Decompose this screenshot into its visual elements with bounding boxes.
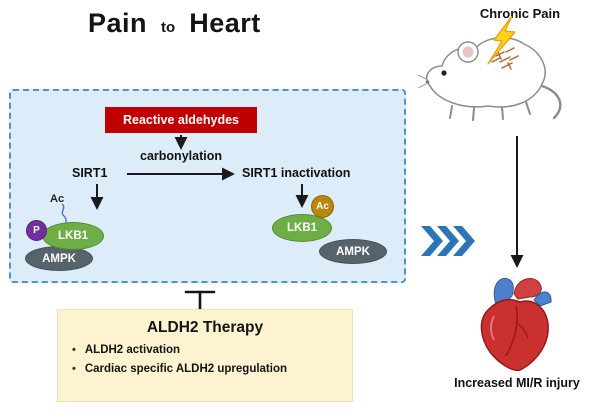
- mouse-tail: [540, 84, 562, 120]
- therapy-bullet-text: Cardiac specific ALDH2 upregulation: [84, 363, 288, 375]
- lkb1-inactive-oval: LKB1: [272, 214, 332, 242]
- reactive-aldehydes-box: Reactive aldehydes: [105, 107, 257, 133]
- triple-chevron-icon: [421, 226, 475, 256]
- acetyl-badge: Ac: [311, 195, 334, 218]
- heart-aorta: [513, 278, 542, 300]
- anatomical-heart-icon: [480, 278, 552, 372]
- chevron-icon: [453, 226, 475, 256]
- aldh2-therapy-box: ALDH2 Therapy ALDH2 activation Cardiac s…: [57, 309, 353, 402]
- therapy-title: ALDH2 Therapy: [146, 319, 264, 336]
- lkb1-active-oval: LKB1: [42, 222, 104, 250]
- acetyl-removed-label: Ac: [50, 193, 65, 205]
- sirt1-inactivation-label: SIRT1 inactivation: [242, 166, 351, 180]
- heart-coronary-branch: [515, 321, 529, 339]
- mouse-eye: [441, 70, 447, 76]
- phospho-badge: P: [26, 220, 47, 241]
- sirt1-label: SIRT1: [72, 166, 108, 180]
- lab-mouse-icon: [418, 16, 562, 121]
- chevron-icon: [437, 226, 459, 256]
- outcome-label: Increased MI/R injury: [454, 376, 580, 390]
- heart-highlight: [490, 315, 495, 341]
- heart-vessel-blue-left: [493, 278, 514, 305]
- title-pain: Pain: [88, 8, 148, 38]
- mouse-whiskers: [418, 74, 427, 89]
- mouse-nose: [425, 80, 430, 84]
- injury-hatch-marks: [491, 47, 519, 70]
- title-to: to: [161, 19, 176, 36]
- therapy-bullet-item: Cardiac specific ALDH2 upregulation: [72, 363, 352, 375]
- figure-title: Pain to Heart: [88, 8, 261, 39]
- mouse-ear-inner: [462, 46, 474, 58]
- mouse-legs: [449, 101, 531, 121]
- therapy-bullet-text: ALDH2 activation: [84, 344, 181, 356]
- mouse-body: [426, 37, 546, 108]
- title-heart: Heart: [189, 8, 261, 38]
- ampk-inactive-oval: AMPK: [319, 239, 387, 264]
- therapy-bullet-item: ALDH2 activation: [72, 344, 352, 356]
- heart-coronary-vessel: [505, 305, 518, 357]
- carbonylation-label: carbonylation: [140, 149, 222, 163]
- ampk-active-oval: AMPK: [25, 246, 93, 271]
- chronic-pain-label: Chronic Pain: [479, 6, 561, 21]
- lightning-bolt-icon: [487, 16, 516, 65]
- chevron-icon: [421, 226, 443, 256]
- heart-vessel-blue-right: [533, 291, 552, 307]
